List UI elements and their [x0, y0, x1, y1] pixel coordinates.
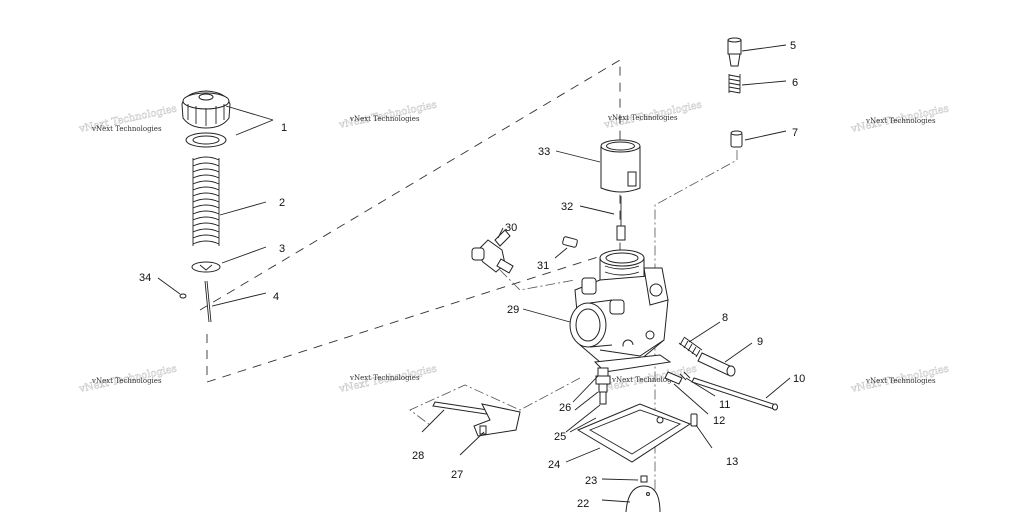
label-9: 9 [757, 336, 763, 348]
carburetor-body [569, 249, 672, 373]
label-11: 11 [719, 399, 730, 411]
label-13: 13 [726, 456, 738, 468]
jet-needle [204, 280, 212, 323]
slide-needle [616, 196, 626, 241]
idle-screw [697, 352, 736, 377]
air-screw [562, 236, 578, 248]
label-29: 29 [507, 304, 519, 316]
bowl-plug [625, 485, 661, 512]
pilot-jet [664, 371, 691, 385]
watermark-2: vNext Technologies vNext Technologies [337, 99, 438, 131]
watermark-8: vNext Technologies vNext Technologies [849, 363, 950, 395]
label-32: 32 [561, 201, 573, 213]
svg-text:vNext Technologies: vNext Technologies [349, 115, 420, 123]
svg-text:vNext Technologies: vNext Technologies [865, 117, 936, 125]
leader-lines [157, 44, 791, 503]
label-28: 28 [412, 450, 424, 462]
label-27: 27 [451, 469, 463, 481]
label-34: 34 [139, 272, 151, 284]
label-10: 10 [793, 373, 805, 385]
label-3: 3 [279, 243, 285, 255]
assembly-line-cable [499, 269, 576, 291]
label-7: 7 [792, 127, 798, 139]
label-23: 23 [585, 475, 597, 487]
label-33: 33 [538, 146, 550, 158]
drain-screw [690, 413, 698, 427]
assembly-line-choke [654, 150, 738, 512]
label-24: 24 [548, 459, 560, 471]
label-8: 8 [722, 312, 728, 324]
needle-clip [191, 261, 221, 273]
watermark-1: vNext Technologies vNext Technologies [77, 103, 178, 135]
svg-text:vNext Technologies: vNext Technologies [91, 125, 162, 133]
choke-spring [728, 74, 741, 94]
float-arm [473, 403, 521, 437]
watermark-4: vNext Technologies vNext Technologies [849, 103, 950, 135]
cap-assembly [181, 90, 231, 148]
watermark-6: vNext Technologies vNext Technologies [337, 363, 438, 395]
svg-text:vNext Technologies: vNext Technologies [611, 376, 682, 384]
choke-cap [727, 37, 742, 67]
svg-text:vNext Technologies: vNext Technologies [865, 377, 936, 385]
label-1: 1 [281, 122, 287, 134]
label-26: 26 [559, 402, 571, 414]
label-4: 4 [273, 291, 279, 303]
label-5: 5 [790, 40, 796, 52]
main-jet-stack [595, 367, 611, 405]
idle-spring [678, 336, 703, 358]
float [432, 401, 489, 415]
e-clip [179, 293, 187, 299]
spring [192, 156, 220, 246]
label-2: 2 [279, 197, 285, 209]
label-6: 6 [792, 77, 798, 89]
o-ring-small [640, 475, 648, 483]
throttle-rod [691, 377, 778, 411]
assembly-line-bottom [409, 377, 581, 426]
label-12: 12 [713, 415, 725, 427]
float-gasket [576, 403, 692, 463]
svg-text:vNext Technologies: vNext Technologies [607, 114, 678, 122]
svg-text:vNext Technologies: vNext Technologies [91, 377, 162, 385]
label-30: 30 [505, 222, 517, 234]
label-25: 25 [554, 431, 566, 443]
cable-adjuster [471, 229, 514, 274]
label-22: 22 [577, 498, 589, 510]
watermark-5: vNext Technologies vNext Technologies [77, 363, 178, 395]
label-31: 31 [537, 260, 549, 272]
choke-plunger [730, 130, 743, 148]
watermark-3: vNext Technologies vNext Technologies [602, 99, 703, 131]
svg-text:vNext Technologies: vNext Technologies [349, 374, 420, 382]
throttle-slide [600, 139, 641, 193]
